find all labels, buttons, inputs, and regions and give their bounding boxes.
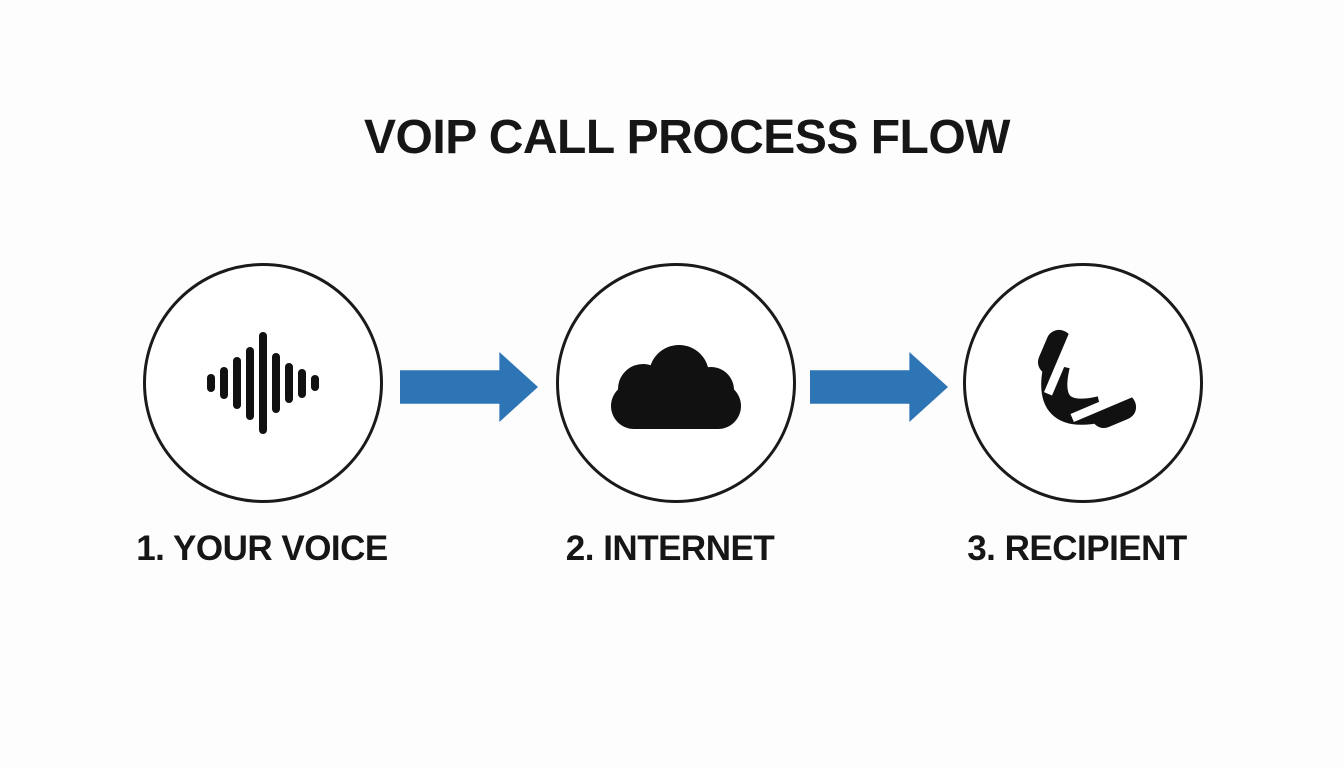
page-title: VOIP CALL PROCESS FLOW <box>364 111 1010 164</box>
step-label-recipient: 3. RECIPIENT <box>967 529 1187 568</box>
arrow-right-icon <box>810 352 948 422</box>
step-label-your-voice: 1. YOUR VOICE <box>136 529 388 568</box>
sound-wave-icon <box>207 331 319 435</box>
phone-handset-icon <box>1037 326 1140 429</box>
cloud-icon <box>611 344 741 429</box>
step-label-internet: 2. INTERNET <box>565 529 775 568</box>
step-circle-your-voice <box>143 263 383 503</box>
arrow-right-icon <box>400 352 538 422</box>
step-circle-recipient <box>963 263 1203 503</box>
step-circle-internet <box>556 263 796 503</box>
